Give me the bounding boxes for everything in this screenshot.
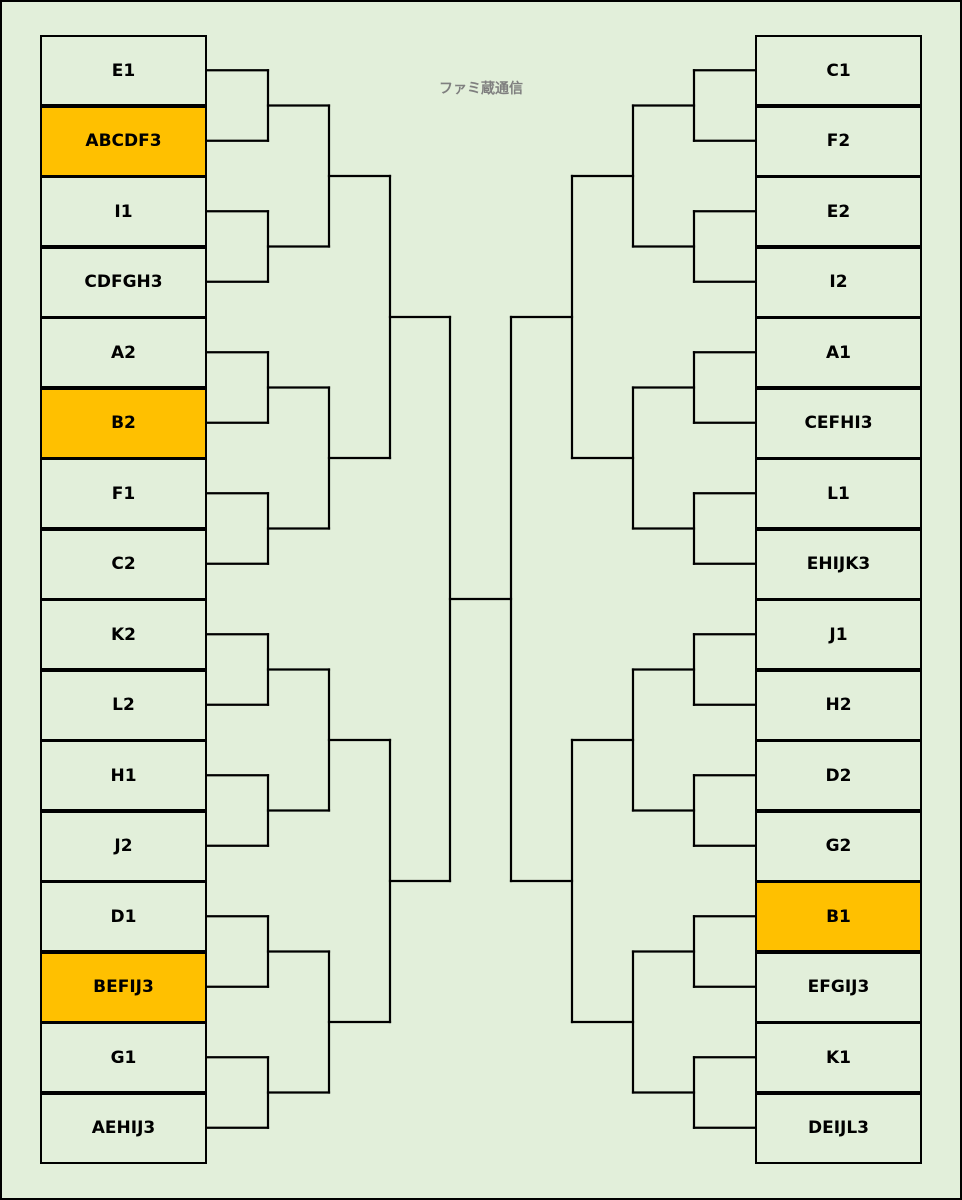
left-slot-11: H1: [40, 740, 207, 811]
right-slot-3: E2: [755, 176, 922, 247]
right-slot-1: C1: [755, 35, 922, 106]
left-slot-15: G1: [40, 1022, 207, 1093]
right-slot-4: I2: [755, 246, 922, 318]
right-slot-12: G2: [755, 810, 922, 882]
right-slot-5: A1: [755, 317, 922, 388]
left-slot-3: I1: [40, 176, 207, 247]
right-slot-8: EHIJK3: [755, 528, 922, 600]
left-slot-4: CDFGH3: [40, 246, 207, 318]
left-slot-7: F1: [40, 458, 207, 529]
left-slot-13: D1: [40, 881, 207, 952]
right-slot-2: F2: [755, 105, 922, 177]
left-slot-1: E1: [40, 35, 207, 106]
left-slot-2: ABCDF3: [40, 105, 207, 177]
left-slot-6: B2: [40, 387, 207, 459]
left-slot-9: K2: [40, 599, 207, 670]
right-slot-13: B1: [755, 881, 922, 952]
credit-text: ファミ蔵通信: [439, 81, 523, 97]
left-slot-10: L2: [40, 669, 207, 741]
right-slot-11: D2: [755, 740, 922, 811]
right-slot-9: J1: [755, 599, 922, 670]
right-slot-14: EFGIJ3: [755, 951, 922, 1023]
right-slot-6: CEFHI3: [755, 387, 922, 459]
left-slot-8: C2: [40, 528, 207, 600]
right-slot-16: DEIJL3: [755, 1092, 922, 1164]
right-slot-10: H2: [755, 669, 922, 741]
left-slot-16: AEHIJ3: [40, 1092, 207, 1164]
left-slot-12: J2: [40, 810, 207, 882]
